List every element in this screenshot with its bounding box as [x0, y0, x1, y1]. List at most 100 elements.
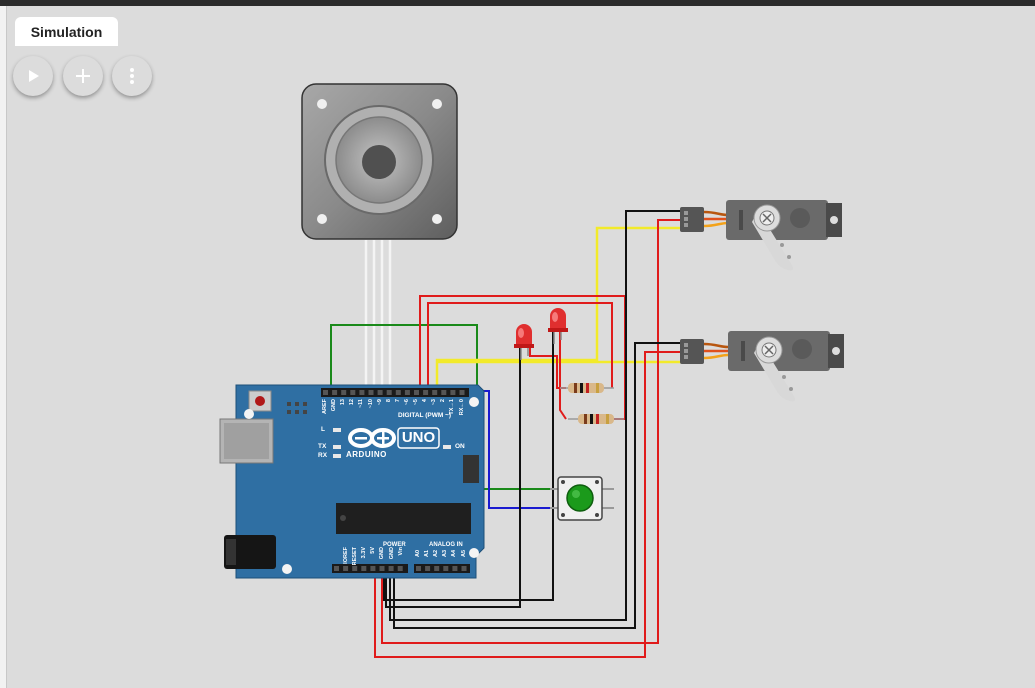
header-pin[interactable]: [323, 390, 328, 395]
header-pin[interactable]: [452, 566, 458, 571]
header-pin[interactable]: [450, 390, 456, 395]
power-pin-label: GND: [379, 547, 386, 560]
servo-1[interactable]: [680, 200, 842, 271]
resistor-2[interactable]: [568, 414, 624, 424]
wire-black-1: [385, 348, 521, 608]
wire-green-1: [330, 324, 478, 430]
header-pin[interactable]: [443, 566, 449, 571]
pushbutton[interactable]: [550, 476, 614, 521]
power-pin-label: Vin: [397, 547, 404, 556]
header-pin[interactable]: [334, 566, 339, 571]
wire-black-3: [393, 342, 685, 629]
analog-pin-label: A3: [442, 550, 449, 558]
header-pin[interactable]: [404, 390, 410, 395]
digital-pin-label: TX→1: [449, 399, 456, 415]
analog-pin-label: A5: [460, 550, 467, 558]
wire-red-led2: [559, 332, 567, 420]
header-pin[interactable]: [397, 566, 403, 571]
wires: [330, 210, 685, 658]
header-pin[interactable]: [332, 390, 338, 395]
wire-red-4: [381, 219, 685, 644]
board-logo-text: UNO: [401, 429, 436, 446]
digital-pin-label: ~10: [367, 399, 374, 409]
digital-pin-label: GND: [331, 399, 338, 412]
header-pin[interactable]: [423, 390, 429, 395]
stepper-motor[interactable]: [301, 83, 458, 240]
digital-pin-label: 8: [385, 399, 392, 403]
header-pin[interactable]: [352, 566, 358, 571]
digital-pin-label: ~3: [431, 399, 438, 406]
power-pin-label: IOREF: [343, 547, 349, 564]
led-1[interactable]: [514, 324, 534, 360]
header-pin[interactable]: [432, 390, 438, 395]
header-pin[interactable]: [370, 566, 376, 571]
wire-black-2: [389, 210, 685, 621]
header-pin[interactable]: [461, 566, 467, 571]
digital-pin-label: ~5: [413, 399, 419, 406]
on-label: ON: [455, 443, 465, 450]
servo-2[interactable]: [680, 331, 844, 402]
wire-black-4: [383, 332, 554, 601]
digital-pin-label: 12: [349, 399, 356, 406]
header-pin[interactable]: [434, 566, 440, 571]
more-vert-icon: [130, 68, 134, 84]
power-pin-label: 3.3V: [361, 547, 368, 559]
digital-pin-label: AREF: [322, 399, 328, 414]
power-pin-label: 5V: [370, 547, 377, 554]
tx-label: TX: [318, 443, 327, 450]
header-pin[interactable]: [388, 566, 394, 571]
stepper-leads: [364, 240, 392, 390]
header-pin[interactable]: [459, 390, 465, 395]
header-pin[interactable]: [341, 390, 347, 395]
digital-pin-label: 4: [422, 399, 429, 403]
digital-label: DIGITAL (PWM ~): [398, 412, 452, 419]
l-label: L: [321, 426, 325, 433]
rx-label: RX: [318, 452, 328, 459]
start-simulation-button[interactable]: [13, 56, 53, 96]
analog-pin-label: A1: [424, 550, 431, 558]
plus-icon: [76, 69, 90, 83]
add-part-button[interactable]: [63, 56, 103, 96]
header-pin[interactable]: [379, 566, 385, 571]
left-panel-edge: [0, 6, 7, 688]
power-label: POWER: [383, 542, 406, 548]
board-brand: ARDUINO: [346, 450, 387, 459]
wire-blue: [446, 390, 556, 509]
header-pin[interactable]: [377, 390, 383, 395]
analog-pin-label: A0: [415, 550, 421, 558]
tab-simulation[interactable]: Simulation: [15, 17, 118, 46]
header-pin[interactable]: [395, 390, 401, 395]
play-icon: [29, 70, 39, 82]
more-options-button[interactable]: [112, 56, 152, 96]
header-pin[interactable]: [414, 390, 419, 395]
header-pin[interactable]: [361, 566, 367, 571]
wire-red-2: [427, 302, 613, 391]
header-pin[interactable]: [359, 390, 365, 395]
header-pin[interactable]: [368, 390, 374, 395]
digital-pin-label: 7: [394, 399, 401, 403]
wire-green-2: [476, 430, 556, 490]
power-pin-label: GND: [388, 547, 395, 560]
digital-pin-label: RX←0: [458, 399, 465, 416]
wire-red-led1: [529, 348, 566, 389]
pin-rows: [323, 390, 467, 571]
analog-pin-label: A4: [451, 550, 458, 558]
digital-pin-label: ~11: [358, 399, 365, 409]
arduino-uno-board[interactable]: [219, 384, 485, 579]
header-pin[interactable]: [441, 390, 447, 395]
wire-red-1: [419, 295, 626, 420]
analog-pin-label: A2: [433, 550, 440, 558]
power-pin-label: RESET: [352, 547, 359, 566]
header-pin[interactable]: [425, 566, 431, 571]
header-pin[interactable]: [386, 390, 392, 395]
resistor-1[interactable]: [560, 383, 614, 393]
wire-red-3: [374, 351, 685, 658]
wire-yellow-1: [435, 226, 685, 391]
digital-pin-label: ~6: [403, 399, 410, 406]
header-pin[interactable]: [343, 566, 349, 571]
header-pin[interactable]: [350, 390, 356, 395]
led-2[interactable]: [548, 308, 568, 344]
header-pin[interactable]: [416, 566, 421, 571]
